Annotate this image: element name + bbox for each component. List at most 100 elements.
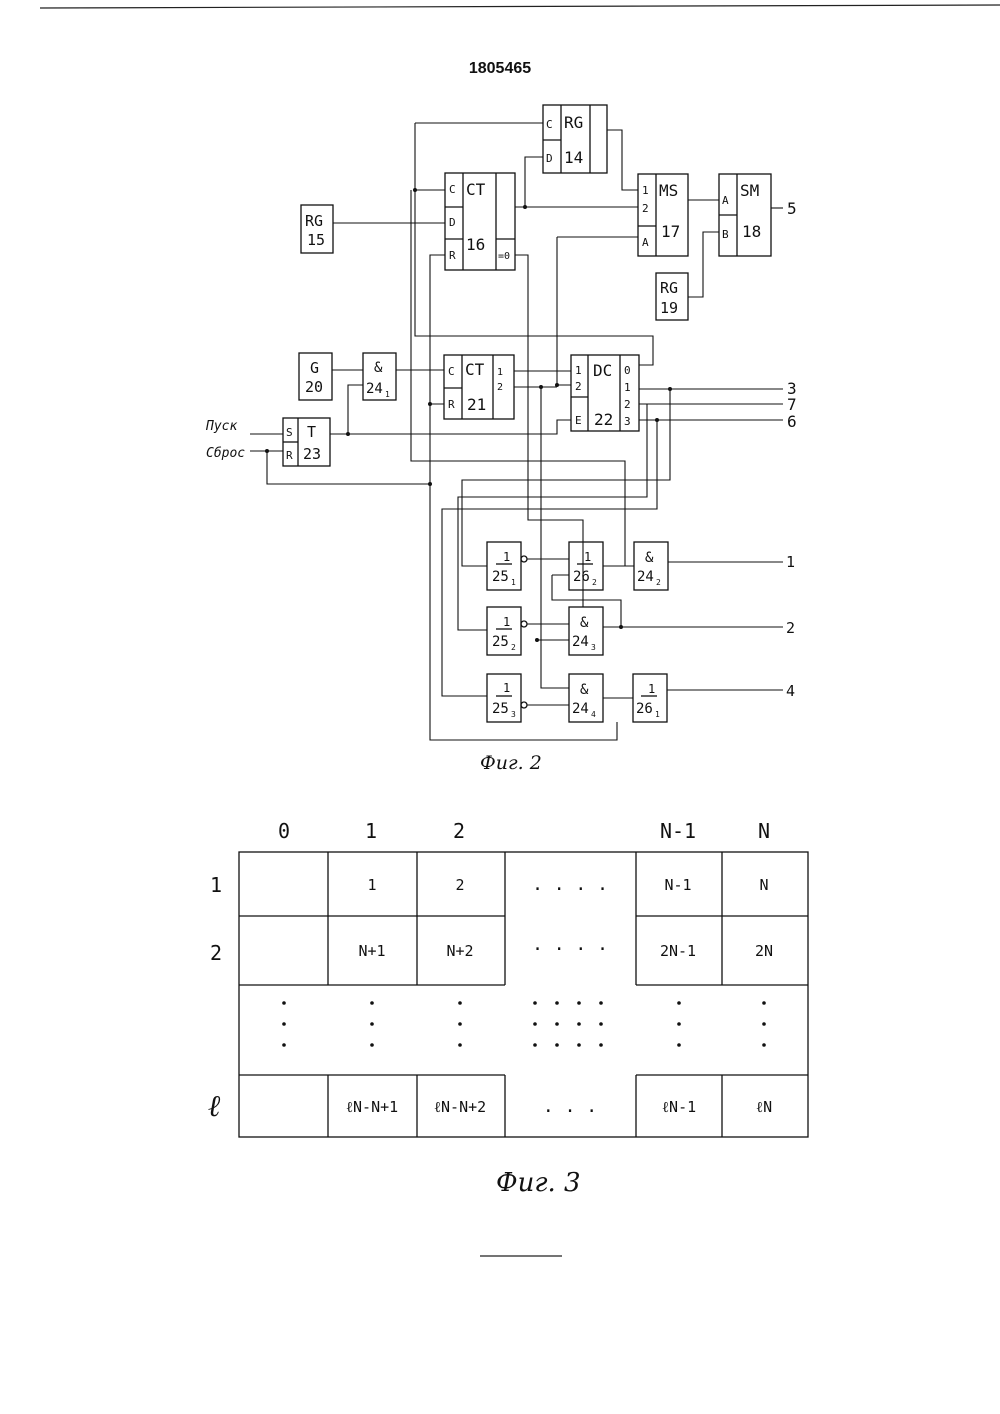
cell-1-n-minus-1: N-1 xyxy=(664,876,691,894)
or252-number: 25 xyxy=(492,634,509,650)
cell-1-2: 2 xyxy=(455,876,464,894)
cell-l-1: ℓN-N+1 xyxy=(346,1098,398,1116)
or251-number: 25 xyxy=(492,569,509,585)
and243-symbol: & xyxy=(580,615,589,631)
ct21-out-2: 2 xyxy=(497,382,503,393)
sm18-pin-a: A xyxy=(722,194,729,207)
trigger-23: S R T 23 xyxy=(283,418,330,466)
dc22-number: 22 xyxy=(594,410,613,429)
ms17-type: MS xyxy=(659,181,678,200)
rg14-pin-d: D xyxy=(546,152,553,165)
cell-l-n: ℓN xyxy=(756,1098,772,1116)
col-header-n-minus-1: N-1 xyxy=(660,819,696,843)
and242-index: 2 xyxy=(656,578,661,587)
rg19-number: 19 xyxy=(660,299,678,317)
cell-2-2: N+2 xyxy=(446,942,473,960)
sm18-type: SM xyxy=(740,181,759,200)
output-5-label: 5 xyxy=(787,199,797,218)
input-start-label: Пуск xyxy=(205,419,237,434)
or252-index: 2 xyxy=(511,643,516,652)
or-gate-25-3: 1 25 3 xyxy=(487,674,527,722)
or252-symbol: 1 xyxy=(503,615,510,629)
or-gate-25-1: 1 25 1 xyxy=(487,542,527,590)
column-headers: 0 1 2 N-1 N xyxy=(278,819,770,843)
and-gate-24-1: & 24 1 xyxy=(363,353,396,400)
rg14-pin-c: C xyxy=(546,118,553,131)
and243-number: 24 xyxy=(572,634,589,650)
or-gate-26-2: 1 26 2 xyxy=(569,542,603,590)
cell-l-2: ℓN-N+2 xyxy=(434,1098,486,1116)
sm18-pin-b: B xyxy=(722,228,729,241)
or261-number: 26 xyxy=(636,701,653,717)
row-header-2: 2 xyxy=(210,941,222,965)
and244-symbol: & xyxy=(580,682,589,698)
input-reset-label: Сброс xyxy=(206,446,245,461)
ct21-type: CT xyxy=(465,360,485,379)
ms17-pin-1: 1 xyxy=(642,184,649,197)
col-header-1: 1 xyxy=(365,819,377,843)
figure-2-circuit-diagram: C D RG 14 C D R =0 CT 16 RG 15 1 2 A MS … xyxy=(205,105,797,740)
counter-16: C D R =0 CT 16 xyxy=(445,173,515,270)
adder-18: A B SM 18 xyxy=(719,174,771,256)
ct16-number: 16 xyxy=(466,235,485,254)
and241-symbol: & xyxy=(374,360,383,376)
or261-symbol: 1 xyxy=(648,682,655,696)
row-header-1: 1 xyxy=(210,873,222,897)
vertical-ellipsis-band xyxy=(282,1001,766,1047)
cell-1-ellipsis: . . . . xyxy=(532,874,608,895)
or262-symbol: 1 xyxy=(584,550,591,564)
cell-1-1: 1 xyxy=(367,876,376,894)
t23-pin-s: S xyxy=(286,426,293,439)
rg14-number: 14 xyxy=(564,148,583,167)
rg15-type: RG xyxy=(305,212,323,230)
or253-index: 3 xyxy=(511,710,516,719)
register-15: RG 15 xyxy=(301,205,333,253)
col-header-n: N xyxy=(758,819,770,843)
dc22-pin-1: 1 xyxy=(575,364,582,377)
rg15-number: 15 xyxy=(307,231,325,249)
or253-number: 25 xyxy=(492,701,509,717)
ms17-number: 17 xyxy=(661,222,680,241)
sm18-number: 18 xyxy=(742,222,761,241)
row-header-l: ℓ xyxy=(208,1089,221,1124)
or262-number: 26 xyxy=(573,569,590,585)
register-19: RG 19 xyxy=(656,273,688,320)
ct16-pin-d: D xyxy=(449,216,456,229)
dc22-pin-e: E xyxy=(575,414,582,427)
col-header-0: 0 xyxy=(278,819,290,843)
table-grid xyxy=(239,852,808,1137)
t23-number: 23 xyxy=(303,445,321,463)
ct21-pin-c: C xyxy=(448,365,455,378)
cell-2-1: N+1 xyxy=(358,942,385,960)
cell-l-ellipsis: . . . xyxy=(543,1096,597,1117)
dc22-pin-2: 2 xyxy=(575,380,582,393)
or251-index: 1 xyxy=(511,578,516,587)
and244-number: 24 xyxy=(572,701,589,717)
ct21-out-1: 1 xyxy=(497,367,503,378)
or-gate-25-2: 1 25 2 xyxy=(487,607,527,655)
ct21-pin-r: R xyxy=(448,398,455,411)
t23-pin-r: R xyxy=(286,449,293,462)
ct16-out-zero: =0 xyxy=(498,251,510,262)
output-4-label: 4 xyxy=(786,682,795,700)
dc22-out-0: 0 xyxy=(624,364,631,377)
cell-l-n-minus-1: ℓN-1 xyxy=(662,1098,696,1116)
ct16-pin-c: C xyxy=(449,183,456,196)
output-2-label: 2 xyxy=(786,619,795,637)
rg19-type: RG xyxy=(660,279,678,297)
and-gate-24-2: & 24 2 xyxy=(634,542,668,590)
and241-index: 1 xyxy=(385,390,390,399)
or-gate-26-1: 1 26 1 xyxy=(633,674,667,722)
dc22-out-2: 2 xyxy=(624,398,631,411)
row-headers: 1 2 ℓ xyxy=(208,873,222,1124)
figure-3-table: 0 1 2 N-1 N 1 2 ℓ 1 2 . . . . N-1 N N+1 … xyxy=(208,819,808,1137)
g20-number: 20 xyxy=(305,378,323,396)
table-row-1: 1 2 . . . . N-1 N xyxy=(367,874,768,895)
multiplexer-17: 1 2 A MS 17 xyxy=(638,174,688,256)
ct16-type: CT xyxy=(466,180,486,199)
t23-type: T xyxy=(307,423,316,441)
dc22-type: DC xyxy=(593,361,612,380)
header-rule xyxy=(40,5,1000,8)
and242-number: 24 xyxy=(637,569,654,585)
